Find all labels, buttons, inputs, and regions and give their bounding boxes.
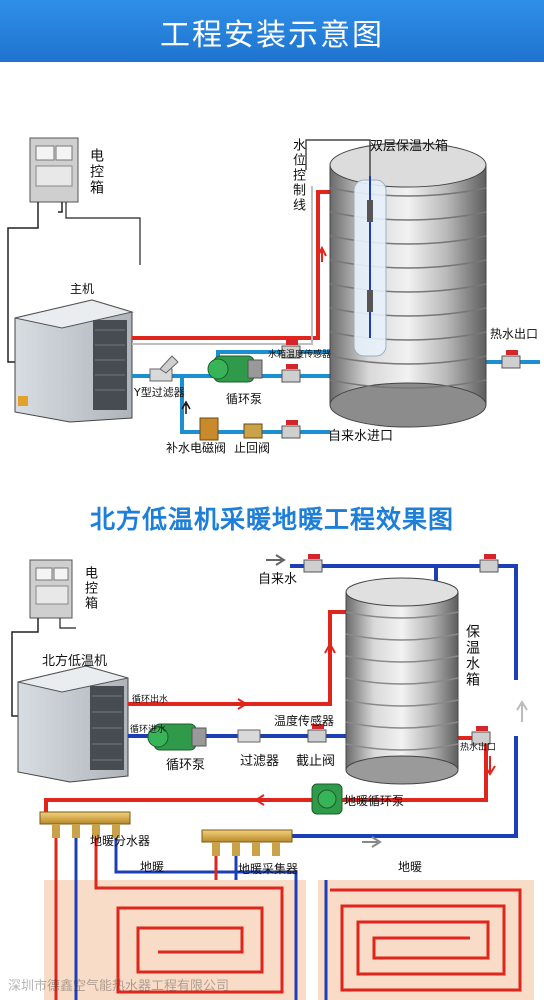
tap-in-label: 自来水进口 — [328, 429, 394, 444]
check-valve-icon — [243, 423, 263, 439]
collector-manifold-icon — [201, 829, 293, 856]
floor-pump-label: 地暖循环泵 — [344, 794, 405, 808]
section-title: 北方低温机采暖地暖工程效果图 — [89, 505, 454, 534]
filter-icon — [237, 729, 261, 743]
main-unit-label: 主机 — [70, 282, 95, 296]
temp-sensor-label: 温度传感器 — [274, 714, 335, 728]
distributor-manifold-icon — [39, 811, 131, 838]
control-box-icon — [29, 137, 79, 203]
circulation-pump-icon-2 — [147, 723, 207, 751]
floor-right-label: 地暖 — [398, 860, 423, 874]
unit-label: 北方低温机 — [42, 654, 108, 669]
low-temp-unit-icon — [17, 665, 129, 783]
y-filter-label: Y型过滤器 — [134, 386, 185, 399]
tap-water-label: 自来水 — [258, 572, 298, 587]
solenoid-valve-icon — [199, 417, 219, 441]
watermark: 深圳市德鑫空气能热水器工程有限公司 — [8, 979, 230, 994]
tank-sensor-label: 水箱温度传感器 — [268, 350, 332, 360]
pump-label: 循环泵 — [226, 392, 263, 406]
title-banner: 工程安装示意图 — [0, 0, 544, 62]
y-filter-icon — [149, 355, 179, 382]
loop-out-label: 循环出水 — [132, 695, 169, 705]
floor-pump-icon — [311, 783, 343, 815]
solenoid-label: 补水电磁阀 — [166, 441, 227, 455]
distributor-label: 地暖分水器 — [90, 834, 151, 848]
main-unit-icon — [14, 299, 134, 423]
hot-out-label: 热水出口 — [490, 327, 539, 341]
floor-heating-area — [44, 838, 534, 1000]
control-box-label-2: 电控箱 — [82, 566, 97, 611]
inlet-valve-icon — [281, 420, 301, 439]
collector-label: 地暖采集器 — [238, 862, 299, 876]
banner-title: 工程安装示意图 — [160, 18, 384, 53]
stop-valve-label: 截止阀 — [296, 754, 336, 769]
tank-label: 双层保温水箱 — [370, 139, 449, 154]
filter-label: 过滤器 — [240, 754, 280, 769]
hot-out-label-2: 热水出口 — [460, 743, 497, 753]
check-valve-label: 止回阀 — [234, 441, 271, 455]
loop-in-label: 循环进水 — [130, 725, 167, 735]
circulation-pump-icon — [207, 355, 263, 383]
pump-label-2: 循环泵 — [166, 758, 206, 773]
insulated-tank-icon — [329, 142, 487, 428]
control-box-label: 电控箱 — [88, 148, 104, 196]
level-line-label: 水位控制线 — [290, 138, 305, 213]
storage-tank-label: 保温水箱 — [464, 624, 480, 688]
floor-left-label: 地暖 — [140, 860, 165, 874]
control-box-icon-2 — [29, 559, 73, 619]
storage-tank-icon — [345, 577, 459, 785]
stop-valve-icon — [303, 554, 499, 745]
valve-icon — [281, 340, 521, 383]
